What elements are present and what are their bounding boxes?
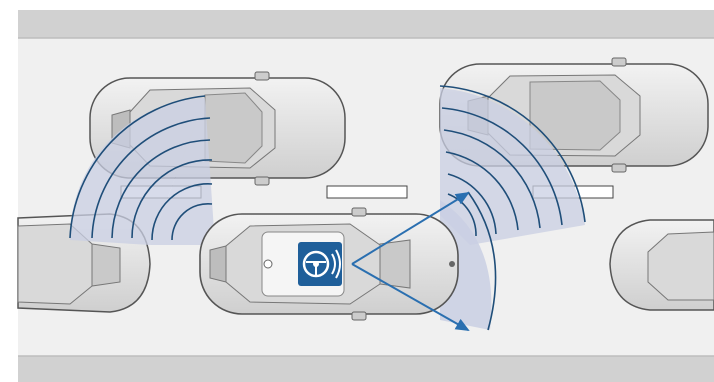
steering-wheel-icon <box>298 242 342 286</box>
curb-bottom <box>18 356 714 382</box>
lane-marking-2 <box>327 186 407 198</box>
curb-top <box>18 10 714 38</box>
parked-car-bottom-right <box>610 220 714 310</box>
